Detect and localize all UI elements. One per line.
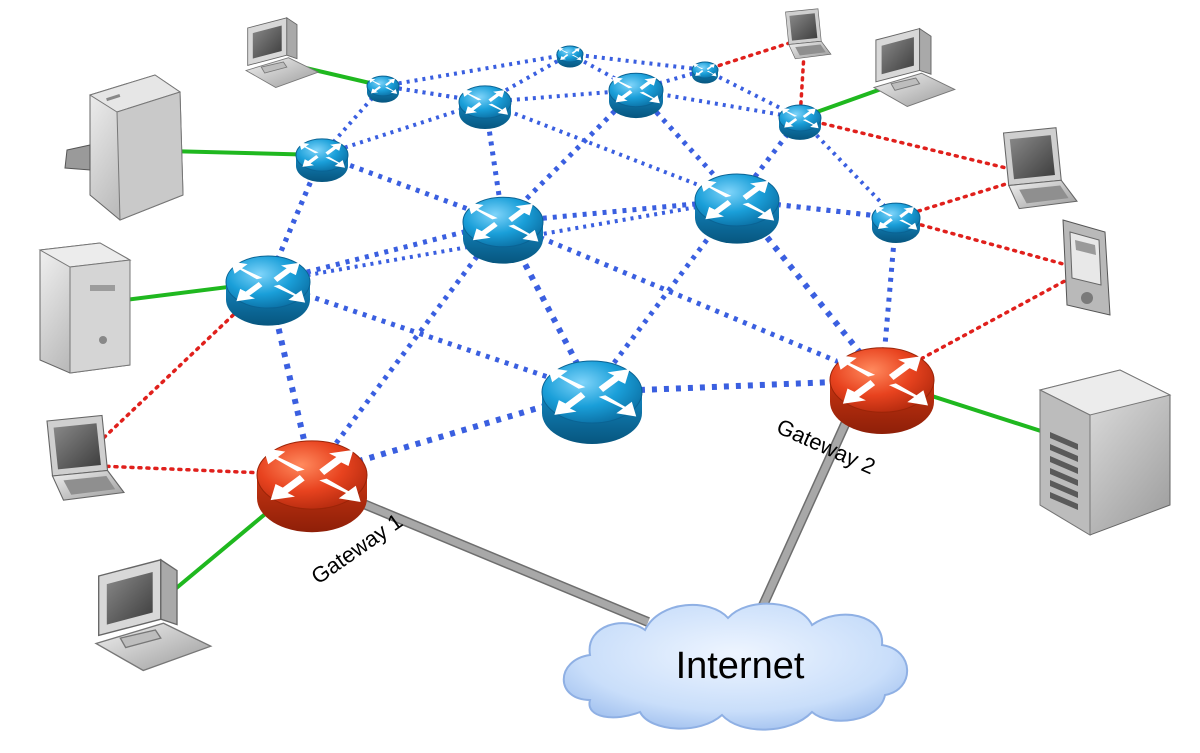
tower-pc-icon — [38, 242, 132, 374]
links-layer — [73, 36, 1101, 627]
router-icon — [366, 75, 400, 103]
router-icon — [871, 202, 921, 243]
server-icon — [1038, 369, 1172, 536]
router-icon — [694, 173, 780, 244]
wireless-client-link — [73, 463, 314, 477]
mesh-link — [484, 100, 738, 202]
gateway-router-icon — [256, 440, 368, 533]
cloud-icon — [562, 602, 909, 731]
mesh-link — [265, 281, 315, 476]
mesh-link — [735, 116, 802, 202]
gateway-router-icon — [829, 347, 935, 435]
internet-uplink — [756, 418, 851, 614]
wireless-client-link — [798, 116, 1037, 177]
mesh-link — [879, 217, 899, 381]
laptop-icon — [785, 8, 832, 60]
router-icon — [556, 45, 584, 68]
mesh-link — [267, 279, 593, 395]
wireless-client-link — [894, 216, 1087, 272]
routers-layer — [225, 45, 935, 533]
mesh-link — [382, 84, 486, 104]
desktop-icon — [872, 27, 956, 108]
internet-uplink — [340, 491, 650, 626]
router-icon — [691, 61, 719, 84]
printer-icon — [64, 74, 184, 221]
router-icon — [778, 104, 822, 140]
pda-icon — [1062, 219, 1111, 316]
devices-layer — [38, 8, 1172, 672]
internet-label: Internet — [676, 645, 805, 687]
internet-cloud: Internet — [562, 602, 909, 731]
laptop-icon — [46, 414, 126, 501]
desktop-icon — [244, 17, 320, 88]
desktop-icon — [94, 558, 213, 672]
mesh-link — [501, 88, 638, 224]
mesh-link — [502, 219, 883, 383]
laptop-icon — [1002, 127, 1078, 210]
router-icon — [295, 138, 349, 183]
router-icon — [225, 255, 311, 326]
mesh-link — [310, 220, 505, 477]
router-icon — [541, 360, 643, 444]
router-icon — [462, 196, 544, 264]
mesh-link — [635, 88, 801, 120]
router-icon — [608, 72, 664, 119]
mesh-link — [736, 197, 897, 221]
mesh-link — [569, 52, 706, 72]
router-icon — [458, 85, 512, 130]
